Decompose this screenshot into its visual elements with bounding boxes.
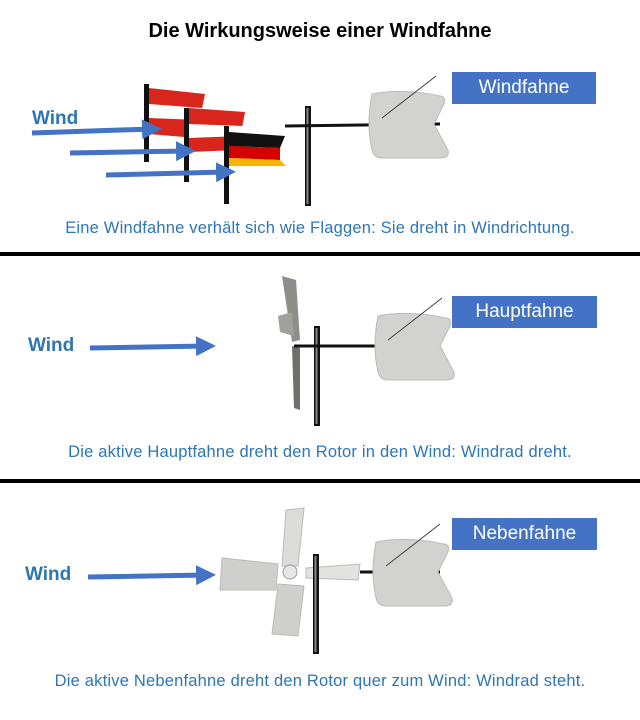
- page-title: Die Wirkungsweise einer Windfahne: [148, 20, 492, 42]
- label-box-windfahne: Windfahne: [452, 72, 596, 104]
- vane: [372, 523, 453, 607]
- flag-germany: [224, 126, 286, 204]
- wind-label: Wind: [25, 564, 72, 585]
- pole: [314, 326, 320, 426]
- vane: [368, 75, 449, 159]
- wind-label: Wind: [32, 108, 79, 129]
- caption: Die aktive Hauptfahne dreht den Rotor in…: [68, 443, 572, 461]
- pole: [313, 554, 319, 654]
- wind-arrow: [89, 336, 216, 357]
- rotor-front: [219, 507, 361, 637]
- panel-1-graphics: [31, 75, 449, 206]
- caption: Eine Windfahne verhält sich wie Flaggen:…: [65, 219, 575, 237]
- caption: Die aktive Nebenfahne dreht den Rotor qu…: [54, 672, 586, 690]
- wind-arrow: [105, 162, 236, 183]
- wind-arrow: [31, 119, 162, 140]
- label-box-hauptfahne: Hauptfahne: [452, 296, 597, 328]
- vane: [374, 297, 455, 381]
- panel-2-graphics: [89, 276, 455, 426]
- wind-arrow: [87, 565, 216, 586]
- divider: [0, 479, 640, 483]
- pole: [305, 106, 311, 206]
- rotor-edge-on: [278, 276, 300, 410]
- divider: [0, 252, 640, 256]
- wind-label: Wind: [28, 335, 75, 356]
- panel-3-graphics: [87, 507, 453, 654]
- wind-arrow: [69, 141, 196, 162]
- label-box-nebenfahne: Nebenfahne: [452, 518, 597, 550]
